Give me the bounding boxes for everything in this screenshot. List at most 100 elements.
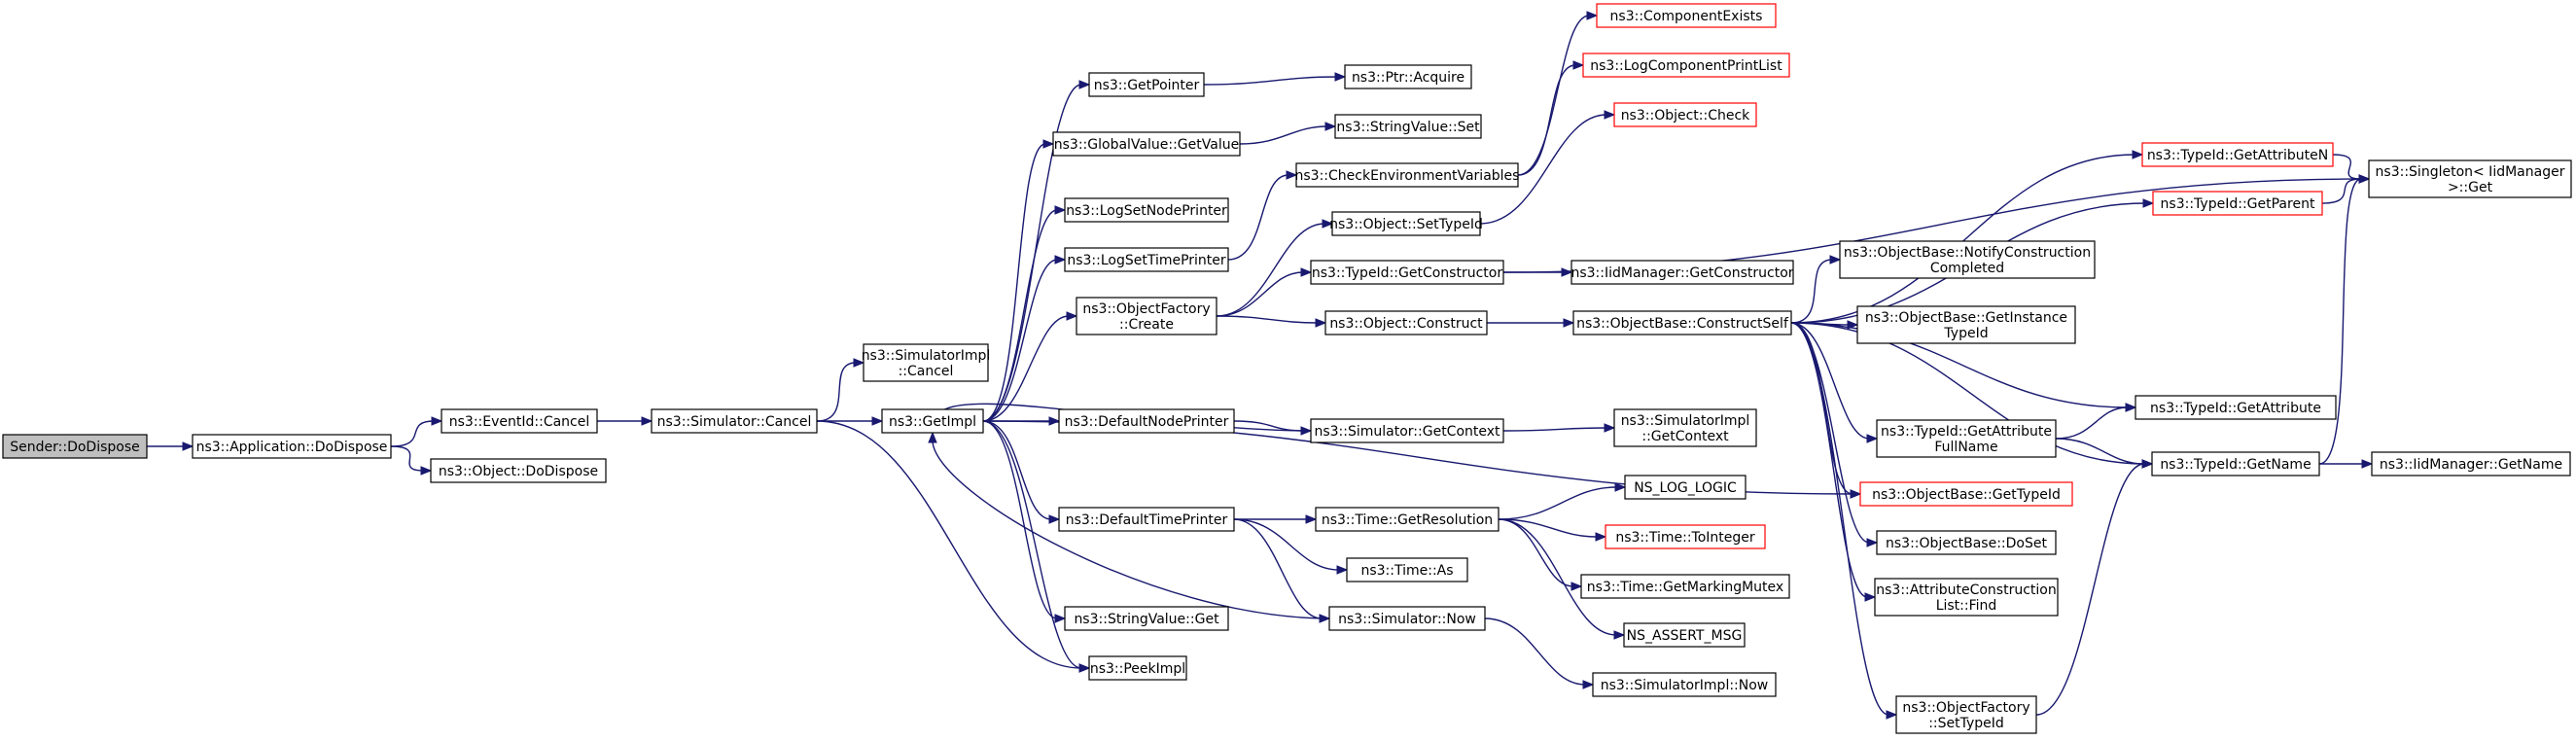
edge-sender-dodispose-to-app-dodispose xyxy=(147,441,194,451)
node-logsettimeprinter[interactable]: ns3::LogSetTimePrinter xyxy=(1064,247,1229,272)
node-stringvalue-get[interactable]: ns3::StringValue::Get xyxy=(1064,606,1229,631)
node-typeid-getparent[interactable]: ns3::TypeId::GetParent xyxy=(2152,191,2323,216)
node-time-getmarkingmutex[interactable]: ns3::Time::GetMarkingMutex xyxy=(1580,574,1790,599)
edge-typeid-getattributefullname-to-typeid-getattribute xyxy=(2055,403,2137,440)
node-typeid-getattributen[interactable]: ns3::TypeId::GetAttributeN xyxy=(2141,142,2334,167)
node-label: ns3::Singleton< IidManager xyxy=(2376,164,2565,180)
node-label: ns3::GetImpl xyxy=(889,414,976,430)
node-objectbase-gettypeid[interactable]: ns3::ObjectBase::GetTypeId xyxy=(1859,481,2073,507)
arrowhead xyxy=(1886,710,1898,720)
arrowhead xyxy=(1048,514,1061,524)
node-box xyxy=(2152,191,2323,216)
node-typeid-getconstructor[interactable]: ns3::TypeId::GetConstructor xyxy=(1310,260,1504,285)
node-checkenvvars[interactable]: ns3::CheckEnvironmentVariables xyxy=(1295,162,1520,188)
node-label: FullName xyxy=(1934,440,1997,455)
arrowhead xyxy=(853,358,865,368)
node-simimpl-getcontext[interactable]: ns3::SimulatorImpl::GetContext xyxy=(1613,408,1757,447)
node-time-as[interactable]: ns3::Time::As xyxy=(1346,557,1468,582)
node-label: ::GetContext xyxy=(1641,429,1729,444)
edge-getpointer-to-ptr-acquire xyxy=(1203,72,1347,86)
node-objectbase-constructself[interactable]: ns3::ObjectBase::ConstructSelf xyxy=(1572,310,1792,335)
node-objectbase-notifyconstruction[interactable]: ns3::ObjectBase::NotifyConstructionCompl… xyxy=(1839,240,2096,279)
node-iidmanager-getconstructor[interactable]: ns3::IidManager::GetConstructor xyxy=(1570,260,1794,285)
edge-getimpl-to-logsetnodeprinter xyxy=(982,205,1067,422)
edge-simulator-cancel-to-peekimpl xyxy=(816,420,1091,673)
node-object-settypeid[interactable]: ns3::Object::SetTypeId xyxy=(1329,211,1483,236)
node-label: ns3::TypeId::GetConstructor xyxy=(1312,265,1502,281)
arrowhead xyxy=(1066,311,1078,321)
node-label: ns3::ObjectBase::NotifyConstruction xyxy=(1844,245,2091,261)
node-simulator-getcontext[interactable]: ns3::Simulator::GetContext xyxy=(1310,418,1504,443)
node-label: ns3::SimulatorImpl xyxy=(862,348,991,364)
edge-objectfactory-settypeid-to-typeid-getname xyxy=(2035,459,2154,716)
node-box xyxy=(1582,53,1790,78)
node-typeid-getname[interactable]: ns3::TypeId::GetName xyxy=(2151,451,2320,476)
arrowhead xyxy=(1315,318,1327,328)
arrowhead xyxy=(641,416,653,426)
node-simulator-now[interactable]: ns3::Simulator::Now xyxy=(1328,606,1486,631)
node-simimpl-now[interactable]: ns3::SimulatorImpl::Now xyxy=(1592,672,1777,697)
node-ns-log-logic[interactable]: NS_LOG_LOGIC xyxy=(1624,475,1747,500)
node-object-construct[interactable]: ns3::Object::Construct xyxy=(1324,310,1488,335)
node-ptr-acquire[interactable]: ns3::Ptr::Acquire xyxy=(1344,64,1472,89)
node-logsetnodeprinter[interactable]: ns3::LogSetNodePrinter xyxy=(1064,197,1229,223)
node-typeid-getattribute[interactable]: ns3::TypeId::GetAttribute xyxy=(2135,395,2337,420)
node-componentexists[interactable]: ns3::ComponentExists xyxy=(1596,3,1777,28)
node-simulator-cancel[interactable]: ns3::Simulator::Cancel xyxy=(651,408,818,434)
arrowhead xyxy=(431,416,443,426)
node-box xyxy=(1064,197,1229,223)
edge-defaulttimeprinter-to-time-as xyxy=(1233,518,1349,575)
node-simimpl-cancel[interactable]: ns3::SimulatorImpl::Cancel xyxy=(862,343,991,382)
arrowhead xyxy=(1305,514,1318,524)
node-box xyxy=(1572,310,1792,335)
node-getimpl[interactable]: ns3::GetImpl xyxy=(881,408,984,434)
node-box xyxy=(1895,695,2037,734)
arrowhead xyxy=(1561,267,1573,277)
node-stringvalue-set[interactable]: ns3::StringValue::Set xyxy=(1334,114,1482,139)
node-label: ns3::Object::Construct xyxy=(1329,316,1483,332)
arrowhead xyxy=(1850,489,1862,499)
node-label: ns3::AttributeConstruction xyxy=(1876,582,2056,598)
node-ns-assert-msg[interactable]: NS_ASSERT_MSG xyxy=(1623,622,1746,648)
node-globalvalue-getvalue[interactable]: ns3::GlobalValue::GetValue xyxy=(1052,131,1241,157)
node-objectfactory-settypeid[interactable]: ns3::ObjectFactory::SetTypeId xyxy=(1895,695,2037,734)
node-time-tointeger[interactable]: ns3::Time::ToInteger xyxy=(1605,524,1766,549)
node-singleton-get[interactable]: ns3::Singleton< IidManager>::Get xyxy=(2368,159,2572,198)
node-label: ::Cancel xyxy=(899,364,954,379)
node-label: ns3::PeekImpl xyxy=(1090,661,1185,677)
edge-time-getresolution-to-time-getmarkingmutex xyxy=(1498,518,1583,591)
node-sender-dodispose[interactable]: Sender::DoDispose xyxy=(2,434,148,459)
node-label: ns3::Time::ToInteger xyxy=(1615,530,1755,546)
edge-time-getresolution-to-ns-log-logic xyxy=(1498,482,1627,520)
node-iidmanager-getname[interactable]: ns3::IidManager::GetName xyxy=(2371,451,2571,476)
node-box xyxy=(1088,72,1205,97)
node-object-dodispose[interactable]: ns3::Object::DoDispose xyxy=(430,458,607,483)
node-getpointer[interactable]: ns3::GetPointer xyxy=(1088,72,1205,97)
node-peekimpl[interactable]: ns3::PeekImpl xyxy=(1088,655,1187,681)
arrowhead xyxy=(2361,459,2374,469)
node-defaulttimeprinter[interactable]: ns3::DefaultTimePrinter xyxy=(1058,507,1235,532)
node-time-getresolution[interactable]: ns3::Time::GetResolution xyxy=(1315,507,1500,532)
node-defaultnodeprinter[interactable]: ns3::DefaultNodePrinter xyxy=(1058,408,1235,434)
node-box xyxy=(1874,578,2059,617)
node-box xyxy=(1058,507,1235,532)
edge-app-dodispose-to-eventid-cancel xyxy=(390,416,443,447)
node-objectbase-doset[interactable]: ns3::ObjectBase::DoSet xyxy=(1876,530,2057,555)
node-object-check[interactable]: ns3::Object::Check xyxy=(1613,102,1757,127)
edge-objectfactory-create-to-typeid-getconstructor xyxy=(1216,267,1313,317)
call-graph-nodes: Sender::DoDispose ns3::Application::DoDis… xyxy=(2,3,2572,734)
node-box xyxy=(1052,131,1241,157)
node-box xyxy=(1596,3,1777,28)
node-eventid-cancel[interactable]: ns3::EventId::Cancel xyxy=(441,408,598,434)
node-label: TypeId xyxy=(1943,326,1988,341)
node-label: ns3::Object::Check xyxy=(1621,108,1750,124)
edge-objectbase-constructself-to-objectbase-notifyconstruction xyxy=(1790,255,1842,324)
node-app-dodispose[interactable]: ns3::Application::DoDispose xyxy=(192,434,392,459)
edge-getimpl-to-peekimpl xyxy=(982,420,1091,673)
node-logcomponentprintlist[interactable]: ns3::LogComponentPrintList xyxy=(1582,53,1790,78)
node-objectfactory-create[interactable]: ns3::ObjectFactory::Create xyxy=(1076,297,1217,335)
node-box xyxy=(1859,481,2073,507)
